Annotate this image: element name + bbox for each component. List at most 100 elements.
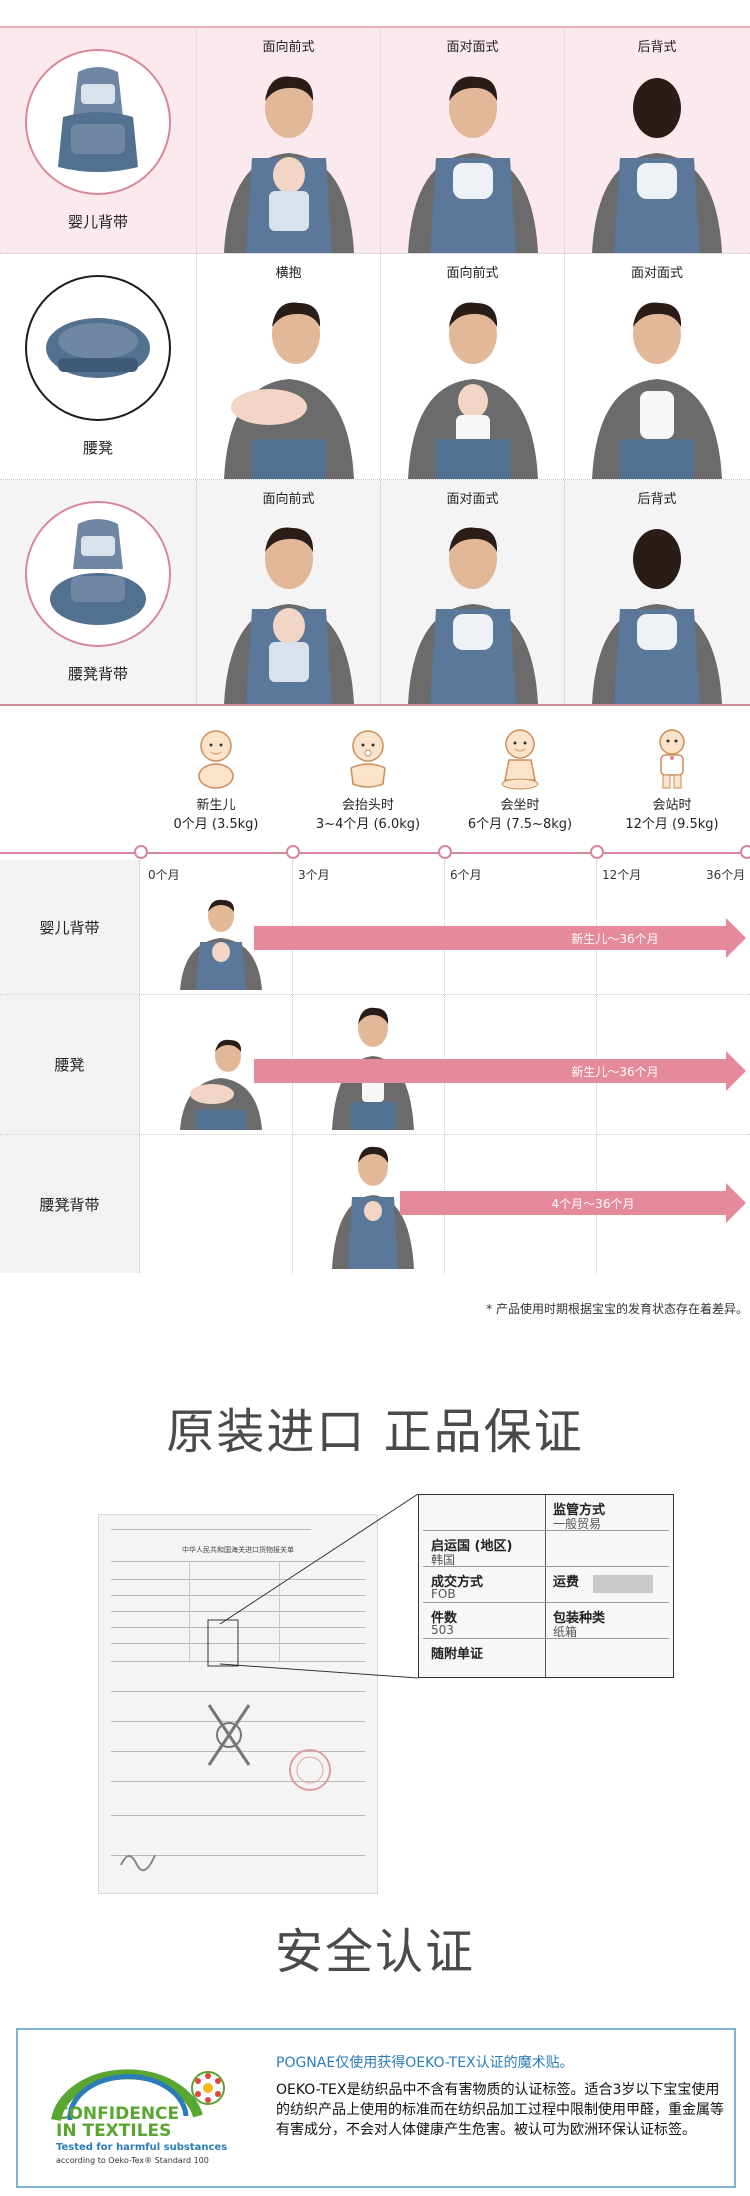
usage-row-label: 腰凳背带 xyxy=(0,1135,140,1273)
cert-description: OEKO-TEX是纺织品中不含有害物质的认证标签。适合3岁以下宝宝使用的纺织产品… xyxy=(276,2082,724,2138)
stage-name: 会抬头时 xyxy=(341,798,394,813)
oeko-tex-logo: CONFIDENCE IN TEXTILES Tested for harmfu… xyxy=(48,2066,238,2165)
zoom-row: 启运国 (地区) 韩国 xyxy=(423,1531,669,1567)
logo-text: CONFIDENCE xyxy=(56,2104,180,2124)
month-tick: 0个月 xyxy=(148,868,180,882)
usage-range-label: 新生儿～36个月 xyxy=(571,931,659,946)
mode-label: 面对面式 xyxy=(630,266,683,281)
usage-range-arrow: 新生儿～36个月 xyxy=(254,918,746,958)
timeline-dot xyxy=(740,845,750,859)
hip-seat-image xyxy=(25,275,171,421)
zoom-key: 运费 xyxy=(553,1575,580,1590)
doc-line xyxy=(111,1579,365,1580)
model-photo xyxy=(223,302,354,479)
mode-cell: 面向前式 xyxy=(197,28,381,253)
timeline-dot xyxy=(286,845,300,859)
stamp-icon xyxy=(207,1704,251,1766)
doc-line xyxy=(111,1815,365,1816)
month-tick: 6个月 xyxy=(450,868,482,882)
doc-line xyxy=(111,1529,311,1530)
zoom-divider xyxy=(545,1495,546,1677)
model-photo xyxy=(592,302,722,479)
usage-period-table: 婴儿背带 新生儿～36个月 腰凳 新生儿～ xyxy=(0,860,750,1273)
doc-line xyxy=(111,1691,365,1692)
zoom-connector-lines xyxy=(207,1494,419,1679)
zoom-row: 成交方式 FOB 运费 xyxy=(423,1567,669,1603)
model-photo xyxy=(592,529,722,704)
stage-newborn: 新生儿 0个月 (3.5kg) xyxy=(140,722,292,832)
product-label: 腰凳 xyxy=(82,439,113,457)
baby-icon xyxy=(198,730,234,789)
usage-range-label: 新生儿～36个月 xyxy=(571,1064,659,1079)
zoom-value: 一般贸易 xyxy=(553,1517,602,1531)
product-cell: 腰凳背带 xyxy=(0,480,197,704)
grid-row-hip-seat: 腰凳 横抱 面向前式 面对面式 xyxy=(0,254,750,480)
mode-cell: 面对面式 xyxy=(565,254,749,479)
usage-range-arrow: 4个月～36个月 xyxy=(400,1183,746,1223)
model-photo xyxy=(223,527,354,704)
import-heading: 原装进口 正品保证 xyxy=(166,1404,584,1460)
model-photo xyxy=(223,76,354,253)
mode-cell: 后背式 xyxy=(565,28,749,253)
doc-vline xyxy=(189,1561,190,1661)
baby-icon xyxy=(350,730,386,788)
usage-row-label: 腰凳 xyxy=(0,995,140,1134)
zoom-value: 纸箱 xyxy=(553,1625,578,1639)
doc-line xyxy=(111,1595,365,1596)
product-label: 婴儿背带 xyxy=(67,213,128,231)
usage-row: 腰凳 新生儿～36个月 xyxy=(0,995,750,1135)
doc-title: 中华人民共和国海关进口货物报关单 xyxy=(182,1546,294,1554)
mode-label: 面向前式 xyxy=(262,40,315,55)
baby-icon xyxy=(501,729,539,790)
mode-label: 面向前式 xyxy=(262,492,315,507)
zoom-row: 件数 503 包装种类 纸箱 xyxy=(423,1603,669,1639)
stage-head-up: 会抬头时 3~4个月 (6.0kg) xyxy=(292,722,444,832)
month-tick: 3个月 xyxy=(298,868,330,882)
doc-vline xyxy=(279,1561,280,1661)
month-tick: 12个月 xyxy=(602,868,642,882)
oeko-tex-certification: CONFIDENCE IN TEXTILES Tested for harmfu… xyxy=(16,2028,736,2188)
mode-label: 后背式 xyxy=(637,492,677,507)
model-photo xyxy=(180,1039,262,1130)
mode-label: 后背式 xyxy=(637,40,677,55)
zoom-row: 监管方式 一般贸易 xyxy=(423,1495,669,1531)
grid-row-baby-carrier: 婴儿背带 面向前式 面对面式 后背式 xyxy=(0,28,750,254)
baby-carrier-image xyxy=(25,49,171,195)
timeline-dot xyxy=(438,845,452,859)
zoom-key: 成交方式 xyxy=(431,1575,484,1590)
seal-icon xyxy=(289,1749,331,1791)
usage-row-label: 婴儿背带 xyxy=(0,860,140,994)
timeline-dot xyxy=(134,845,148,859)
doc-line xyxy=(111,1561,365,1562)
stage-name: 会站时 xyxy=(652,798,692,813)
product-label: 腰凳背带 xyxy=(67,664,128,683)
mode-cell: 面向前式 xyxy=(197,480,381,704)
doc-line xyxy=(111,1751,365,1752)
mode-label: 面对面式 xyxy=(446,492,499,507)
timeline-axis xyxy=(0,852,750,854)
oeko-tex-logo-icon xyxy=(51,2069,225,2122)
model-photo xyxy=(407,302,538,479)
mode-cell: 后背式 xyxy=(565,480,749,704)
zoom-value: 韩国 xyxy=(431,1553,456,1567)
stage-standing: 会站时 12个月 (9.5kg) xyxy=(596,722,748,832)
zoom-row: 随附单证 xyxy=(423,1639,669,1675)
usage-range-arrow: 新生儿～36个月 xyxy=(254,1051,746,1091)
stage-name: 会坐时 xyxy=(500,798,540,813)
document-zoom-panel: 监管方式 一般贸易 启运国 (地区) 韩国 成交方式 FOB 运费 件数 503… xyxy=(418,1494,674,1678)
month-tick: 36个月 xyxy=(706,868,746,882)
cert-heading: 安全认证 xyxy=(274,1924,475,1980)
doc-line xyxy=(111,1855,365,1856)
scribble-icon xyxy=(120,1854,156,1872)
usage-row: 婴儿背带 新生儿～36个月 xyxy=(0,860,750,995)
mode-cell: 面对面式 xyxy=(381,480,565,704)
mode-label: 横抱 xyxy=(275,266,302,281)
logo-text: Tested for harmful substances xyxy=(56,2142,228,2153)
logo-text: according to Oeko-Tex® Standard 100 xyxy=(56,2156,209,2165)
model-photo xyxy=(407,76,538,253)
doc-line xyxy=(111,1781,365,1782)
stage-age: 6个月 (7.5~8kg) xyxy=(467,817,573,832)
product-cell: 腰凳 xyxy=(0,254,197,479)
model-photo xyxy=(332,1146,414,1269)
usage-row: 腰凳背带 4个月～36个月 xyxy=(0,1135,750,1273)
